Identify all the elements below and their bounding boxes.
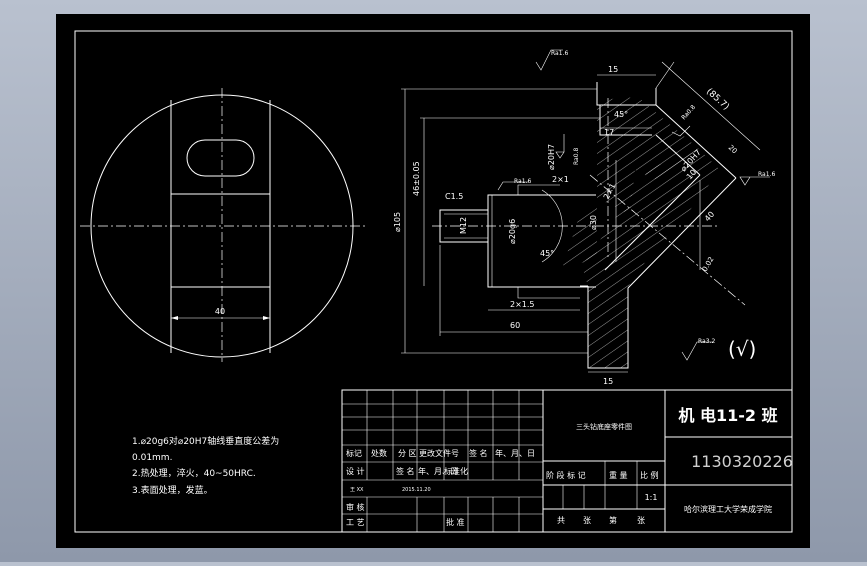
dim-text-dia30: ⌀30	[589, 215, 598, 230]
designer-name: 王 XX	[350, 487, 364, 493]
dim-text-2x1.5: 2×1.5	[510, 300, 535, 309]
roughness-symbol: Ra1.6	[497, 178, 531, 191]
class-label: 机 电11-2 班	[678, 406, 777, 425]
body-outline	[599, 105, 652, 136]
title-block-frame	[341, 389, 793, 533]
body-outline	[627, 177, 737, 289]
school-name: 哈尔滨理工大学荣成学院	[684, 504, 772, 514]
left-view: 40	[80, 88, 368, 362]
section-view: 15 45° 17 46±0.05 ⌀105 C1.5 M12 ⌀20g6 2×…	[393, 49, 775, 386]
process-label: 工 艺	[346, 518, 365, 527]
standardization-label: 标准化	[444, 466, 468, 476]
design-date: 2015.11.20	[402, 487, 431, 493]
header-mark: 标记	[346, 448, 362, 458]
note-line: 0.01mm.	[132, 453, 172, 463]
sheet-number-label: 第	[609, 515, 617, 525]
base-outline	[587, 286, 629, 369]
header-change-doc: 更改文件号	[419, 448, 459, 458]
general-roughness: (√)	[728, 337, 756, 361]
scale-label: 比 例	[640, 470, 659, 480]
design-date-label: 年、月、日	[418, 466, 458, 476]
title-block-grid	[342, 390, 543, 532]
dim-text-dia20h7: ⌀20H7	[547, 144, 556, 170]
dim-text-dia105: ⌀105	[393, 212, 402, 232]
chamfer-arc	[541, 189, 563, 263]
dim-text-17: 17	[604, 128, 614, 137]
roughness-label: Ra1.6	[551, 50, 568, 57]
body-outline	[596, 82, 657, 106]
dim-text-45-lower: 45°	[540, 249, 554, 258]
roughness-symbol: Ra1.6	[535, 49, 568, 71]
shaft-outline	[487, 194, 596, 288]
dim-text-20: 20	[727, 144, 739, 156]
dim-ext	[655, 61, 675, 89]
dim-text-c15: C1.5	[445, 192, 463, 201]
drawing-name: 三头钻底座零件图	[576, 422, 632, 431]
roughness-label: Ra3.2	[698, 338, 715, 345]
roughness-label: Ra1.6	[514, 178, 531, 185]
shaft-step	[517, 184, 560, 195]
design-label: 设 计	[346, 466, 365, 476]
dim-text-15-top: 15	[608, 65, 618, 74]
dim-text-15-bottom: 15	[603, 377, 613, 386]
dim-text-60: 60	[510, 321, 520, 330]
body-outline	[604, 174, 701, 271]
dim-text-40: 40	[215, 307, 225, 316]
header-zone: 分 区	[398, 449, 417, 458]
dim-text-m12: M12	[459, 217, 468, 234]
dim-text-46: 46±0.05	[412, 161, 421, 196]
sheet-unit: 张	[583, 516, 591, 525]
note-line: 3.表面处理，发蓝。	[132, 484, 213, 496]
dim-line-85.7	[661, 61, 761, 151]
section-hatch	[563, 97, 700, 266]
body-outline	[655, 134, 701, 176]
dim-text-45: 45°	[614, 110, 628, 119]
header-date: 年、月、日	[495, 448, 535, 458]
note-line: 2.热处理，淬火，40~50HRC.	[132, 467, 256, 479]
sheet-total-label: 共	[557, 516, 565, 525]
stage-mark-label: 阶 段 标 记	[546, 470, 586, 480]
design-sign-label: 签 名	[396, 466, 415, 476]
header-count: 处数	[371, 448, 387, 458]
sheet-unit: 张	[637, 516, 645, 525]
note-line: 1.⌀20g6对⌀20H7轴线垂直度公差为	[132, 435, 279, 447]
bore-centerline	[589, 174, 746, 306]
body-outline	[655, 104, 737, 179]
roughness-symbol-general: Ra3.2 (√)	[681, 337, 756, 361]
roughness-label: Ra1.6	[758, 171, 775, 178]
sheet-background	[56, 14, 810, 548]
roughness-symbol: Ra0.8	[555, 134, 580, 165]
section-hatch-2	[582, 150, 720, 368]
title-block: 三头钻底座零件图 机 电11-2 班 1130320226 哈尔滨理工大学荣成学…	[341, 389, 793, 533]
weight-label: 重 量	[609, 470, 628, 480]
roughness-symbol: Ra1.6	[739, 171, 775, 186]
dim-text-2x1-top: 2×1	[552, 175, 569, 184]
shaft-step	[517, 287, 580, 299]
student-id: 1130320226	[691, 452, 793, 471]
oblong-slot	[186, 139, 255, 177]
dim-text-dia20g6: ⌀20g6	[508, 219, 517, 244]
technical-notes: 1.⌀20g6对⌀20H7轴线垂直度公差为 0.01mm. 2.热处理，淬火，4…	[132, 435, 279, 496]
roughness-label: Ra0.8	[573, 148, 580, 165]
approve-label: 批 准	[446, 517, 465, 527]
scale-value: 1:1	[645, 493, 658, 502]
header-sign: 签 名	[469, 448, 488, 458]
review-label: 审 核	[346, 502, 365, 512]
